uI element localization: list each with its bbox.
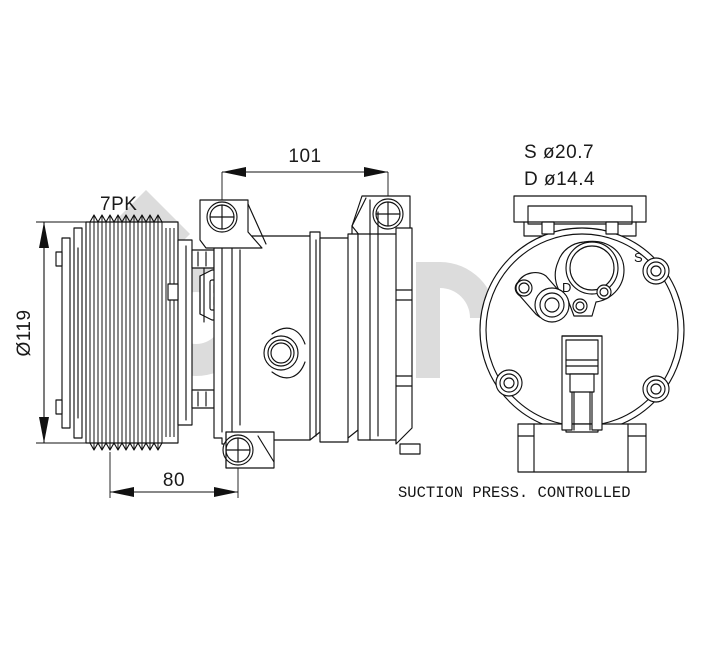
rear-bottom-foot <box>517 423 647 473</box>
front-housing <box>213 229 321 445</box>
bolt-hole-left-upper <box>596 284 612 300</box>
rear-housing <box>357 199 421 455</box>
port-s-marker: S <box>634 250 643 265</box>
mounting-ear-top-left <box>199 199 267 249</box>
dimension-80-label: 80 <box>163 470 185 491</box>
rear-top-tabs <box>541 221 619 235</box>
control-type-note: SUCTION PRESS. CONTROLLED <box>398 484 631 502</box>
belt-grooves <box>89 216 175 449</box>
port-d-marker: D <box>562 280 571 295</box>
suction-port-dimension-label: S ø20.7 <box>524 142 594 163</box>
rear-elevation-view: S D <box>479 195 685 473</box>
dimension-80: 80 <box>109 452 239 498</box>
dimension-diameter-119: Ø119 <box>14 221 105 444</box>
pulley-assembly <box>85 214 179 451</box>
dimension-101-label: 101 <box>288 146 321 167</box>
clutch-front-plate <box>55 227 83 439</box>
rear-bolt-holes <box>495 257 670 403</box>
bolt-hole-top-right <box>642 257 670 285</box>
side-elevation-view <box>55 195 421 469</box>
bolt-hole-bottom-right <box>642 375 670 403</box>
belt-profile-label: 7PK <box>100 194 137 215</box>
mounting-ear-bottom <box>222 431 275 469</box>
bolt-hole-bottom-left <box>495 369 523 397</box>
discharge-port-boss <box>514 272 570 323</box>
dimension-diameter-119-label: Ø119 <box>14 309 35 356</box>
pulley-hub <box>167 239 193 426</box>
control-valve-connector <box>561 335 603 431</box>
mounting-ear-top-right <box>351 195 411 241</box>
cylinder-barrel <box>263 233 359 443</box>
discharge-port-dimension-label: D ø14.4 <box>524 169 595 190</box>
